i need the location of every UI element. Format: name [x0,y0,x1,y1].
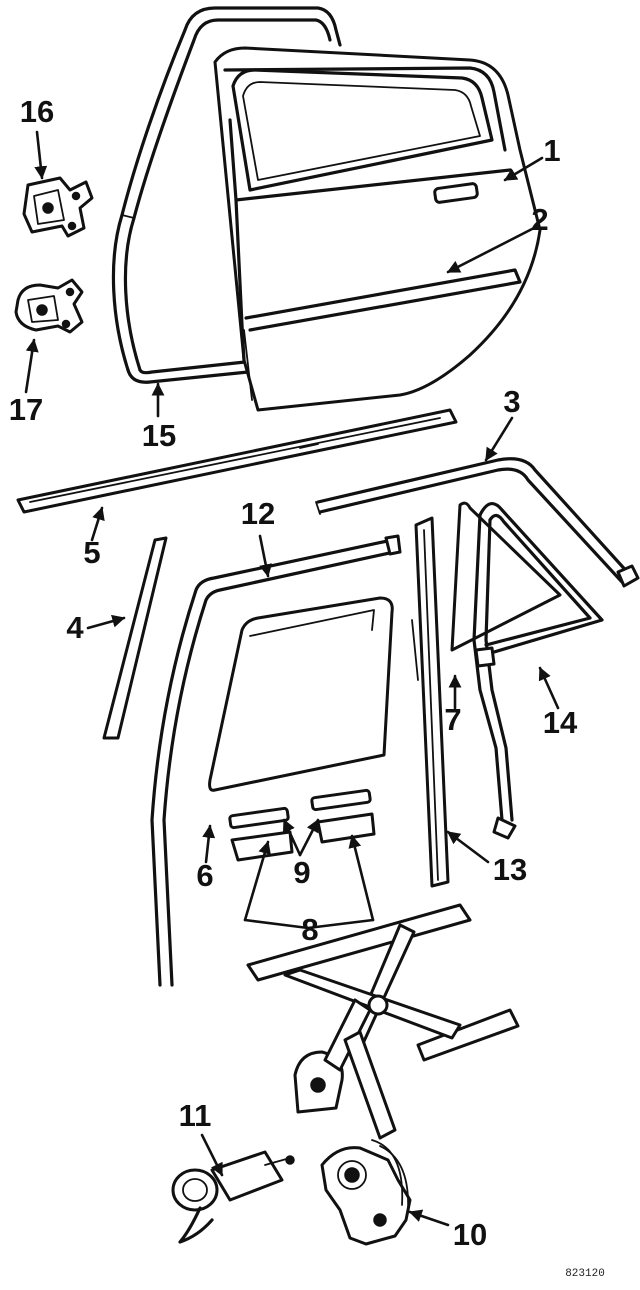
callout-labels: 1 2 3 4 5 6 7 8 9 10 11 12 13 14 15 16 1… [9,94,578,1252]
callout-10: 10 [453,1217,487,1252]
belt-weatherstrip-outer [16,408,458,514]
callout-4: 4 [66,610,84,645]
callout-15: 15 [142,418,176,453]
door-weatherstrip [111,6,342,384]
division-channel [411,516,450,888]
callout-11: 11 [179,1098,212,1133]
glass-run-channel [150,534,402,987]
run-channel-upper [315,457,640,588]
callout-1: 1 [543,133,560,168]
figure-code: 823120 [565,1268,605,1280]
callout-14: 14 [543,705,578,740]
callout-9: 9 [293,855,310,890]
callout-13: 13 [493,852,527,887]
callout-17: 17 [9,392,43,427]
callout-6: 6 [196,858,213,893]
window-regulator [246,903,520,1140]
upper-hinge [22,176,94,238]
callout-7: 7 [444,702,461,737]
rear-door-shell [213,46,542,412]
door-glass [208,596,394,792]
quarter-glass-frame [472,502,604,840]
window-motor [171,1150,295,1244]
callout-16: 16 [20,94,54,129]
lower-hinge [14,278,84,334]
callout-3: 3 [503,384,520,419]
callout-12: 12 [241,496,275,531]
leader-lines [24,130,560,1227]
callout-8: 8 [301,912,318,947]
regulator-gear-plate [320,1139,412,1246]
callout-2: 2 [531,202,548,237]
callout-5: 5 [83,535,100,570]
door-frame-applique [102,536,168,740]
